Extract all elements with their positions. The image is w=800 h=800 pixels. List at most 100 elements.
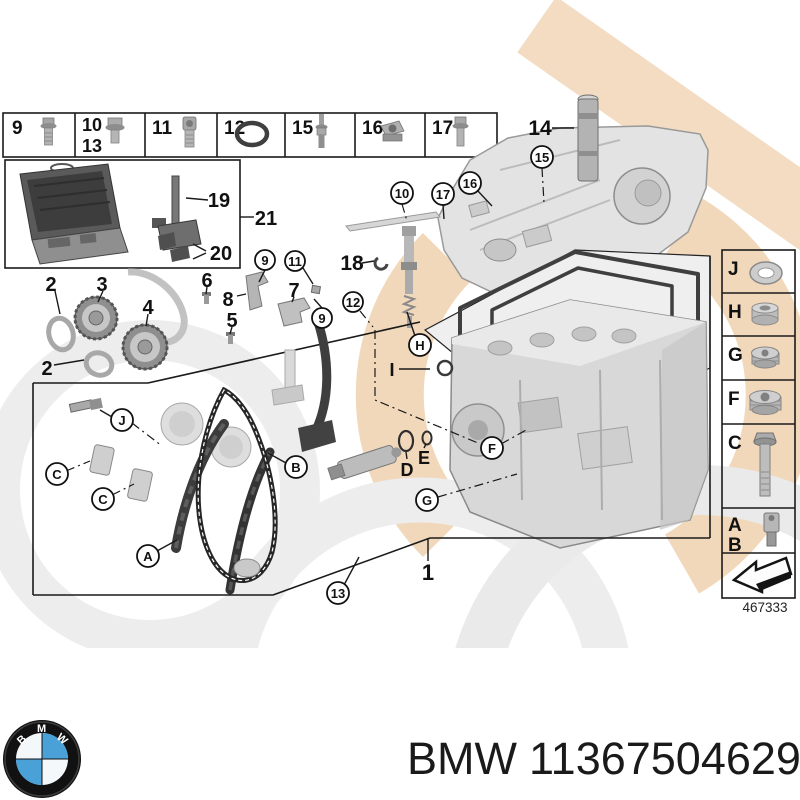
svg-text:C: C xyxy=(98,492,108,507)
callout-10: 10 xyxy=(390,181,414,205)
callout-16: 16 xyxy=(458,171,482,195)
callout-13: 13 xyxy=(326,581,350,605)
callout-B: B xyxy=(284,455,308,479)
bmw-quadrant-bottom-left xyxy=(16,759,42,785)
label-21: 21 xyxy=(255,208,277,230)
hardware-sidebar: J H G F C A B xyxy=(721,249,796,615)
clip-I-part xyxy=(436,359,454,377)
svg-text:10: 10 xyxy=(395,186,409,201)
label-3: 3 xyxy=(96,274,107,296)
callout-11: 11 xyxy=(284,250,306,272)
svg-text:H: H xyxy=(415,338,424,353)
sealing-washer-icon xyxy=(749,261,783,285)
o-ring-D-part xyxy=(397,429,415,453)
flange-bolt-icon xyxy=(40,117,57,146)
vent-tube xyxy=(577,98,599,182)
oil-spray-nozzle xyxy=(68,399,94,413)
label-2a: 2 xyxy=(45,274,56,296)
engine-block xyxy=(449,299,709,549)
strip-number-11: 11 xyxy=(152,118,173,139)
o-ring-E-part xyxy=(421,430,433,446)
label-D: D xyxy=(401,460,414,480)
tensioning-piston-2 xyxy=(127,468,153,502)
sidebar-key-G: G xyxy=(728,345,743,366)
svg-text:C: C xyxy=(52,467,62,482)
callout-J: J xyxy=(110,408,134,432)
svg-text:16: 16 xyxy=(463,176,477,191)
callout-C2: C xyxy=(91,487,115,511)
timing-chain-kit-box xyxy=(32,256,711,596)
svg-text:A: A xyxy=(143,549,153,564)
label-14: 14 xyxy=(528,117,552,140)
strip-number-13: 13 xyxy=(82,136,102,156)
strip-number-9: 9 xyxy=(12,118,23,139)
socket-head-bolt-icon xyxy=(182,116,197,148)
tool-case-base xyxy=(31,227,129,265)
adapter-stud-icon xyxy=(763,512,780,547)
strip-number-15: 15 xyxy=(292,118,314,139)
camshaft-parts-cluster xyxy=(46,256,389,378)
label-E: E xyxy=(418,448,430,468)
long-flange-bolt-icon xyxy=(753,432,777,497)
bracket-8-part xyxy=(245,271,269,311)
brand-text: BMW xyxy=(407,733,518,784)
svg-text:9: 9 xyxy=(261,253,268,268)
hex-bolt-icon xyxy=(105,117,125,144)
screw-plug-icon xyxy=(751,346,780,369)
callout-9a: 9 xyxy=(254,249,276,271)
screw-plug-large-icon xyxy=(749,390,782,415)
special-tool-box: 19 21 20 xyxy=(4,159,277,269)
label-8: 8 xyxy=(222,289,233,311)
center-sensor-part xyxy=(345,211,454,377)
callout-H: H xyxy=(408,333,432,357)
crank-sprocket xyxy=(233,558,261,578)
label-2b: 2 xyxy=(41,358,52,380)
label-7: 7 xyxy=(288,280,299,302)
strip-number-17: 17 xyxy=(432,118,453,139)
svg-text:F: F xyxy=(488,441,496,456)
callout-12: 12 xyxy=(342,291,364,313)
svg-text:9: 9 xyxy=(318,311,325,326)
tensioning-piston xyxy=(89,444,115,476)
oil-cap xyxy=(483,238,517,262)
svg-text:17: 17 xyxy=(436,187,450,202)
sidebar-key-H: H xyxy=(728,302,742,323)
callout-17: 17 xyxy=(431,182,455,206)
leader-lines xyxy=(53,127,574,586)
alignment-tool xyxy=(171,175,180,229)
cage-nut-icon xyxy=(380,120,405,142)
label-5: 5 xyxy=(226,310,237,332)
direction-arrow-icon xyxy=(731,556,793,594)
tan-band-top-right xyxy=(517,0,800,294)
callout-9b: 9 xyxy=(311,307,333,329)
footer-whitespace xyxy=(0,648,800,800)
bmw-logo: B M W xyxy=(3,720,81,798)
chain-tensioner-group xyxy=(327,429,433,481)
upper-guide-rail xyxy=(311,317,332,435)
diagram-number: 467333 xyxy=(742,600,787,615)
callout-15: 15 xyxy=(530,145,554,169)
part-number-text: 11367504629 xyxy=(529,733,800,784)
strip-number-16: 16 xyxy=(362,118,383,139)
svg-text:13: 13 xyxy=(331,586,345,601)
spark-plug-icon xyxy=(315,114,328,148)
sidebar-key-B: B xyxy=(728,535,742,556)
svg-text:12: 12 xyxy=(346,295,360,310)
svg-text:B: B xyxy=(291,460,300,475)
svg-text:11: 11 xyxy=(288,254,302,269)
locking-wedge xyxy=(158,232,176,250)
label-20: 20 xyxy=(210,243,232,265)
o-ring-icon xyxy=(234,120,270,148)
sidebar-key-F: F xyxy=(728,389,740,410)
strip-number-10: 10 xyxy=(82,115,102,135)
bushing-icon xyxy=(751,302,779,326)
sensor-ring xyxy=(46,315,76,353)
label-18: 18 xyxy=(340,252,364,275)
callout-F: F xyxy=(480,436,504,460)
locking-wedge-2 xyxy=(170,246,190,262)
label-6: 6 xyxy=(201,270,212,292)
